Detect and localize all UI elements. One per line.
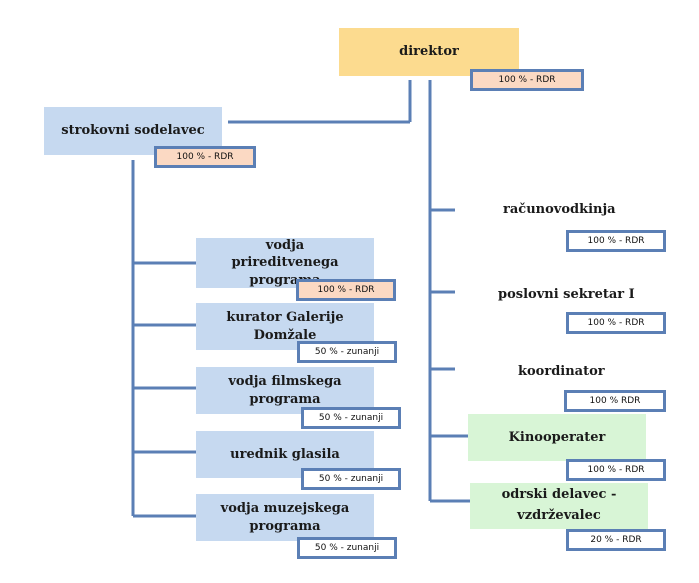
node-badge: 20 % - RDR bbox=[566, 529, 666, 551]
org-node-vodja-muzejskega: vodja muzejskega programa bbox=[196, 494, 374, 541]
node-badge: 50 % - zunanji bbox=[301, 468, 401, 490]
director-badge: 100 % - RDR bbox=[470, 69, 584, 91]
strokovni-badge: 100 % - RDR bbox=[154, 146, 256, 168]
node-title: vodja prireditvenega programa bbox=[231, 237, 339, 288]
node-badge: 100 % - RDR bbox=[296, 279, 396, 301]
org-node-odrski-delavec: odrski delavec - vzdrževalec bbox=[470, 483, 648, 529]
strokovni-title: strokovni sodelavec bbox=[61, 123, 205, 139]
org-node-kinooperater: Kinooperater bbox=[468, 414, 646, 461]
org-node-vodja-filmskega: vodja filmskega programa bbox=[196, 367, 374, 414]
director-box: direktor bbox=[339, 28, 519, 76]
org-node-racunovodkinja: računovodkinja bbox=[503, 202, 616, 217]
node-title: vodja muzejskega programa bbox=[220, 500, 350, 534]
org-node-poslovni-sekretar: poslovni sekretar I bbox=[498, 287, 635, 302]
node-badge: 100 % - RDR bbox=[566, 459, 666, 481]
node-badge: 100 % - RDR bbox=[566, 230, 666, 252]
node-title: odrski delavec - vzdrževalec bbox=[501, 487, 617, 523]
node-title: vodja filmskega programa bbox=[228, 373, 342, 407]
node-badge: 50 % - zunanji bbox=[297, 537, 397, 559]
org-node-koordinator: koordinator bbox=[518, 364, 605, 379]
node-badge: 50 % - zunanji bbox=[301, 407, 401, 429]
org-node-kurator: kurator Galerije Domžale bbox=[196, 303, 374, 350]
node-badge: 100 % - RDR bbox=[566, 312, 666, 334]
node-badge: 50 % - zunanji bbox=[297, 341, 397, 363]
node-badge: 100 % RDR bbox=[564, 390, 666, 412]
node-title: Kinooperater bbox=[508, 429, 606, 445]
node-title: kurator Galerije Domžale bbox=[226, 309, 344, 343]
node-title: urednik glasila bbox=[230, 446, 340, 462]
director-title: direktor bbox=[399, 44, 459, 60]
